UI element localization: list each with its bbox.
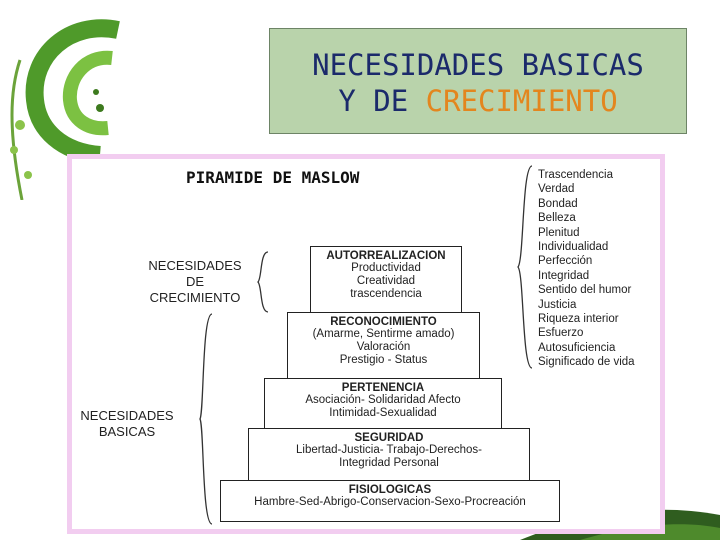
basic-label-line: NECESIDADES [80,408,174,423]
growth-label-line: NECESIDADES [148,258,242,273]
title-line-2: Y DE CRECIMIENTO [270,83,686,119]
list-item: Justicia [538,298,577,311]
tier-recognition: RECONOCIMIENTO (Amarme, Sentirme amado) … [287,312,480,378]
leaf-logo-icon [10,19,120,200]
tier-belonging: PERTENENCIA Asociación- Solidaridad Afec… [264,378,502,428]
list-item: Perfección [538,255,593,268]
list-item: Plenitud [538,226,580,239]
tier-line: Creatividad [356,275,416,287]
list-item: Sentido del humor [538,284,632,297]
title-box: NECESIDADES BASICAS Y DE CRECIMIENTO [269,28,687,134]
tier-line: Prestigio - Status [339,354,428,366]
tier-line: (Amarme, Sentirme amado) [312,328,455,340]
growth-brace-icon [257,251,269,313]
values-brace-icon [517,165,533,369]
tier-self-actualization: AUTORREALIZACION Productividad Creativid… [310,246,462,312]
list-item: Esfuerzo [538,327,584,340]
tier-line: trascendencia [350,288,422,300]
title-line-2-prefix: Y DE [338,84,426,118]
tier-safety: SEGURIDAD Libertad-Justicia- Trabajo-Der… [248,428,530,480]
growth-label-line: DE [185,274,205,289]
list-item: Verdad [538,183,575,196]
list-item: Trascendencia [538,169,614,181]
list-item: Integridad [538,269,590,282]
values-list: Trascendencia Verdad Bondad Belleza Plen… [538,168,635,370]
list-item: Significado de vida [538,356,635,369]
tier-line: Integridad Personal [339,457,439,469]
tier-line: Productividad [351,262,421,274]
tier-name: PERTENENCIA [341,382,425,394]
growth-needs-label: NECESIDADES DE CRECIMIENTO [140,258,250,306]
basic-needs-label: NECESIDADES BASICAS [72,408,182,440]
tier-line: Libertad-Justicia- Trabajo-Derechos- [296,444,482,456]
basic-brace-icon [199,313,213,525]
tier-name: SEGURIDAD [354,432,424,444]
list-item: Belleza [538,212,576,225]
title-accent-word: CRECIMIENTO [425,84,618,118]
title-line-1: NECESIDADES BASICAS [312,48,644,82]
tier-line: Valoración [356,341,411,353]
tier-line: Intimidad-Sexualidad [329,407,437,419]
list-item: Individualidad [538,241,609,254]
pyramid-heading: PIRAMIDE DE MASLOW [186,168,360,187]
tier-line: Hambre-Sed-Abrigo-Conservacion-Sexo-Proc… [254,496,526,508]
basic-label-line: BASICAS [98,424,156,439]
list-item: Riqueza interior [538,313,619,326]
tier-name: RECONOCIMIENTO [330,316,437,328]
tier-line: Asociación- Solidaridad Afecto [305,394,461,406]
tier-name: AUTORREALIZACION [326,250,446,262]
list-item: Bondad [538,197,578,210]
list-item: Autosuficiencia [538,341,616,354]
tier-name: FISIOLOGICAS [348,484,432,496]
tier-physiological: FISIOLOGICAS Hambre-Sed-Abrigo-Conservac… [220,480,560,522]
growth-label-line: CRECIMIENTO [149,290,241,305]
